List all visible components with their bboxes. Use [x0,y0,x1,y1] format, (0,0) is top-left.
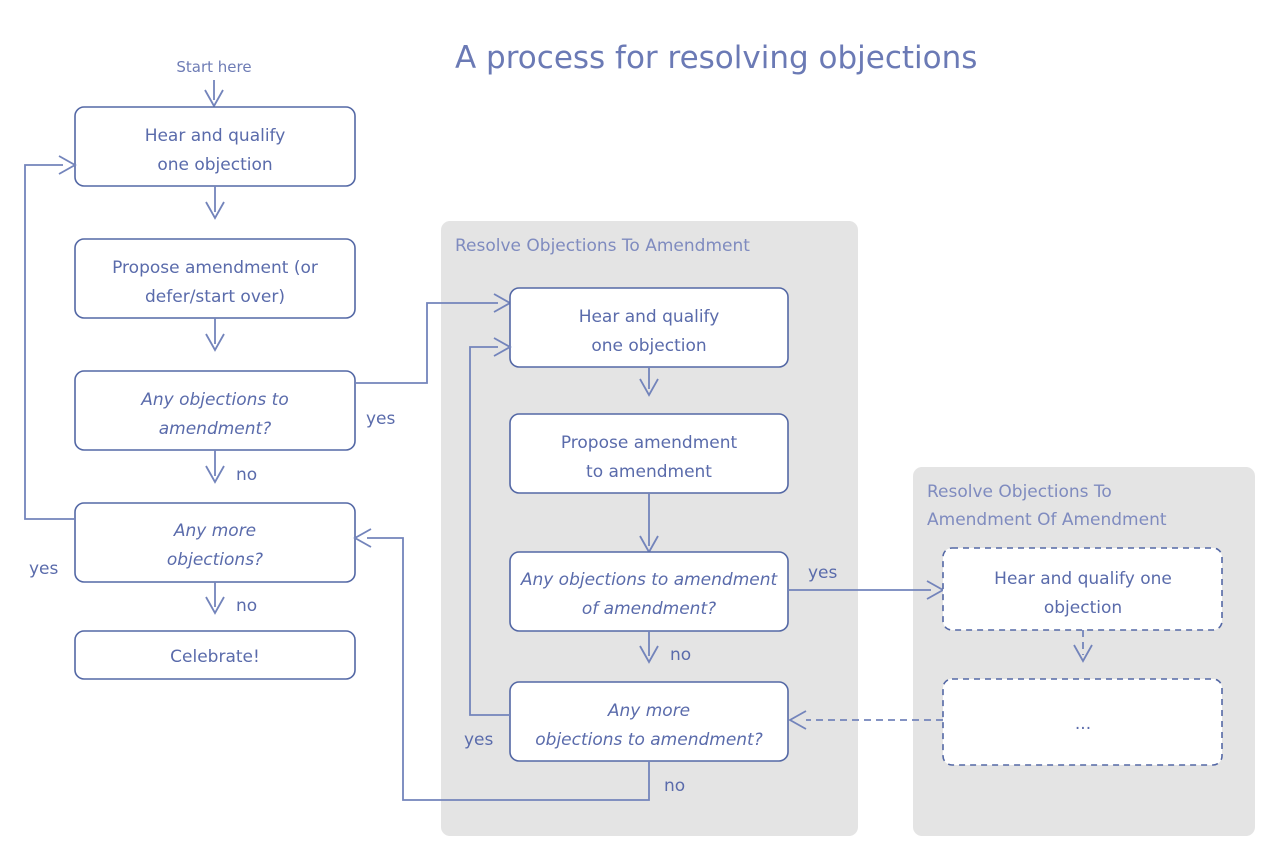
edge-label-no-anyobj1: no [236,465,257,485]
node-anyobj1-line2: amendment? [159,419,271,439]
node-hear1-line1: Hear and qualify [145,126,286,146]
arrowhead-hear2-to-propose2 [639,378,659,397]
start-here-label: Start here [176,58,251,76]
arrowhead-anymore2-no-to-anymore1 [353,528,372,548]
node-anyobj2-line2: of amendment? [582,599,716,619]
node-anymore2-line2: objections to amendment? [535,730,763,750]
node-hear2-line2: one objection [591,336,706,356]
node-ellipsis-label: ... [1075,714,1091,734]
edge-label-yes-anymore1: yes [29,559,59,579]
edge-label-yes-anymore2: yes [464,730,494,750]
node-ellipsis-placeholder[interactable] [942,678,1223,766]
edge-label-no-anymore2: no [664,776,685,796]
node-celebrate[interactable] [74,630,356,680]
edge-anyobj1-yes-to-hear2 [355,302,498,384]
edge-label-yes-anyobj1: yes [366,409,396,429]
node-hear3-line1: Hear and qualify one [994,569,1172,589]
node-propose2-line2: to amendment [586,462,712,482]
group-amendment-of-amendment-label-line1: Resolve Objections To [927,482,1112,502]
node-propose1-line2: defer/start over) [145,287,285,307]
arrowhead-anymore1-yes-to-hear1 [58,155,77,175]
edge-label-no-anyobj2: no [670,645,691,665]
node-hear-and-qualify-one-objection-amendment-of-amendment[interactable] [942,547,1223,631]
arrowhead-anymore2-yes-to-hear2 [493,337,512,357]
group-amendment-of-amendment-label-line2: Amendment Of Amendment [927,510,1167,530]
node-hear2-line1: Hear and qualify [579,307,720,327]
arrowhead-hear3-to-ellipsis [1073,644,1093,663]
arrowhead-ellipsis-to-anymore2 [788,710,807,730]
edge-anymore2-yes-to-hear2 [469,346,510,716]
edge-label-yes-anyobj2: yes [808,563,838,583]
node-anymore1-line2: objections? [167,550,263,570]
node-propose2-line1: Propose amendment [561,433,738,453]
arrowhead-anyobj1-no-to-anymore1 [205,465,225,484]
node-anymore2-line1: Any more [607,701,690,721]
arrowhead-anyobj2-no-to-anymore2 [639,645,659,664]
node-anymore1-line1: Any more [173,521,256,541]
edge-label-no-anymore1: no [236,596,257,616]
node-celebrate-label: Celebrate! [170,647,260,667]
node-any-more-objections[interactable] [74,502,356,583]
arrowhead-propose1-to-anyobj1 [205,333,225,352]
group-amendment-label: Resolve Objections To Amendment [455,236,750,256]
node-propose1-line1: Propose amendment (or [112,258,318,278]
node-any-objections-to-amendment-of-amendment[interactable] [509,551,789,632]
node-hear1-line2: one objection [157,155,272,175]
node-hear3-line2: objection [1044,598,1122,618]
arrowhead-start-to-hear1 [204,89,224,108]
node-anyobj2-line1: Any objections to amendment [520,570,779,590]
edge-anymore1-yes-to-hear1 [24,164,75,520]
node-anyobj1-line1: Any objections to [140,390,288,410]
page-title: A process for resolving objections [455,40,977,76]
arrowhead-hear1-to-propose1 [205,201,225,220]
arrowhead-anymore1-no-to-celebrate [205,596,225,615]
edge-anymore2-no-to-anymore1 [367,537,650,801]
